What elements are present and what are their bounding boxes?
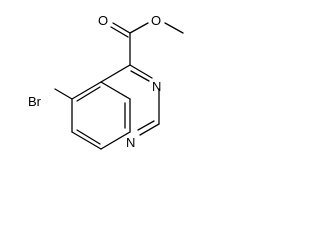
bond-c4-c4a — [100, 64, 131, 83]
bond-carbonyl-o-double-b — [110, 26, 129, 38]
bond-carbonyl-ester-o — [129, 22, 149, 34]
methyl-6-bromoquinazoline-4-carboxylate-structure: Br O O N N — [28, 13, 184, 150]
bond-c5-br — [54, 88, 73, 100]
bond-c2-n1-inner — [137, 120, 155, 131]
atom-label-ester-o: O — [151, 13, 161, 28]
atom-label-n1: N — [126, 135, 135, 150]
bond-c8a-c4a — [100, 81, 131, 100]
bond-c6-c7 — [71, 131, 102, 150]
bond-c4a-c5 — [71, 81, 102, 100]
structure-canvas: Br O O N N — [0, 0, 196, 192]
bond-c6-c7-inner — [76, 129, 101, 145]
bond-c7-c8 — [100, 131, 131, 150]
bond-c4-n3-inner — [130, 70, 150, 82]
bond-c2-n1 — [139, 123, 160, 136]
atom-label-carbonyl-o: O — [98, 13, 108, 28]
bond-c4a-c5-inner — [76, 86, 101, 102]
bond-ester-o-methyl — [164, 22, 184, 34]
atom-label-n3: N — [152, 79, 161, 94]
bond-c4-n3 — [129, 64, 153, 79]
atom-label-br: Br — [28, 94, 42, 109]
bond-carbonyl-o-double-a — [112, 22, 131, 34]
